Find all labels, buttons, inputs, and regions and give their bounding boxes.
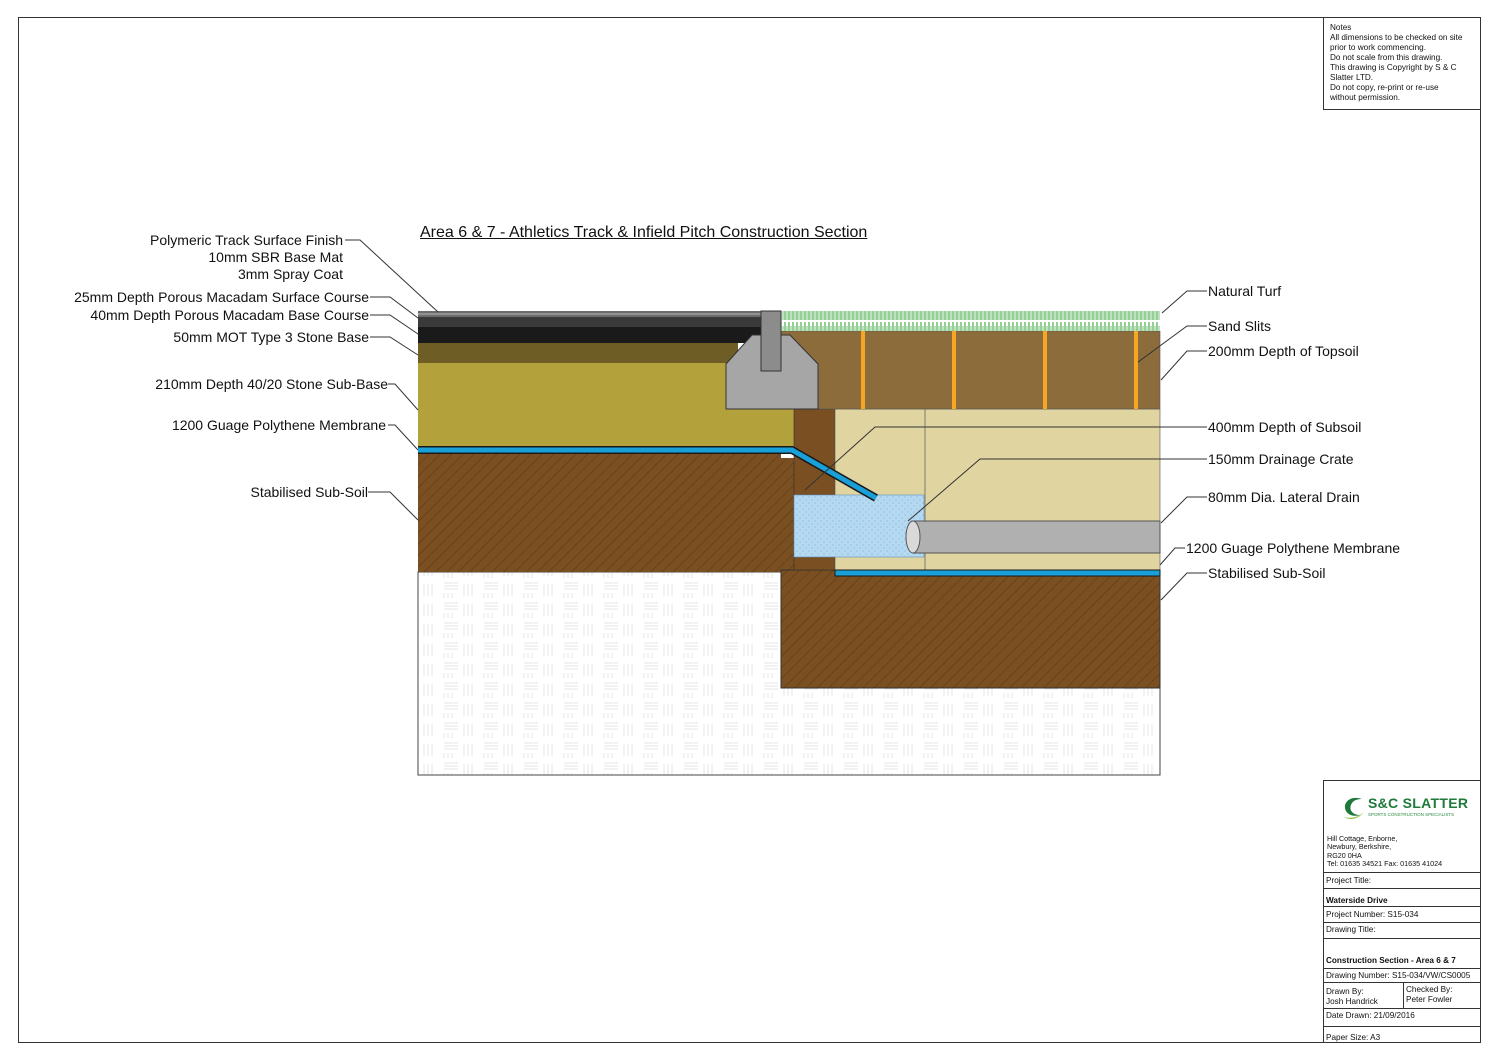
address-line: RG20 0HA xyxy=(1327,850,1362,860)
notes-line: Notes xyxy=(1330,23,1352,32)
sand-slit xyxy=(1043,331,1047,409)
label-polymeric: Polymeric Track Surface Finish xyxy=(150,232,343,248)
label-sub-base: 210mm Depth 40/20 Stone Sub-Base xyxy=(155,376,388,392)
label-spray: 3mm Spray Coat xyxy=(237,266,343,282)
notes-line: All dimensions to be checked on site xyxy=(1330,33,1463,42)
lateral-drain xyxy=(912,520,1161,554)
notes-line: This drawing is Copyright by S & C xyxy=(1330,63,1457,72)
address-line: Newbury, Berkshire, xyxy=(1327,842,1392,852)
mot-stone-base xyxy=(418,343,738,363)
label-base-course: 40mm Depth Porous Macadam Base Course xyxy=(90,307,369,323)
date-drawn: Date Drawn: 21/09/2016 xyxy=(1324,1008,1481,1026)
title-block: S&C SLATTER SPORTS CONSTRUCTION SPECIALI… xyxy=(1323,780,1481,1043)
sand-slit xyxy=(1134,331,1138,409)
label-sbr: 10mm SBR Base Mat xyxy=(208,249,343,265)
address-line: Hill Cottage, Enborne, xyxy=(1327,834,1398,843)
drawing-frame xyxy=(18,17,1481,1043)
notes-box: Notes All dimensions to be checked on si… xyxy=(1323,17,1481,110)
kerb-haunch xyxy=(725,334,819,410)
paper-size: Paper Size: A3 xyxy=(1324,1026,1481,1044)
macadam-surface-course xyxy=(418,317,763,327)
company-logo-icon xyxy=(1344,797,1364,819)
drawing-title-value: Construction Section - Area 6 & 7 xyxy=(1324,938,1481,968)
address-line: Tel: 01635 34521 Fax: 01635 41024 xyxy=(1327,858,1443,868)
drawing-title: Area 6 & 7 - Athletics Track & Infield P… xyxy=(420,224,868,241)
sand-slit xyxy=(952,331,956,409)
kerb xyxy=(760,310,782,372)
label-subsoil-left: Stabilised Sub-Soil xyxy=(250,484,368,500)
left-stabilised-subsoil xyxy=(418,452,781,572)
label-surface-course: 25mm Depth Porous Macadam Surface Course xyxy=(74,289,369,305)
label-membrane-right: 1200 Guage Polythene Membrane xyxy=(1186,540,1401,556)
notes-line: Slatter LTD. xyxy=(1330,73,1374,82)
label-topsoil: 200mm Depth of Topsoil xyxy=(1208,343,1359,359)
drawing-title-label: Drawing Title: xyxy=(1324,922,1481,938)
drawing-number: Drawing Number: S15-034/VW/CS0005 xyxy=(1324,968,1481,982)
company-name: S&C SLATTER xyxy=(1368,795,1469,811)
notes-line: without permission. xyxy=(1330,93,1401,102)
sand-slit xyxy=(861,331,865,409)
label-turf: Natural Turf xyxy=(1208,283,1282,299)
drainage-crate xyxy=(793,494,925,558)
checked-by-label: Checked By: xyxy=(1406,985,1453,994)
notes-line: Do not copy, re-print or re-use xyxy=(1330,83,1439,92)
membrane-right xyxy=(834,569,1161,577)
label-sand-slits: Sand Slits xyxy=(1208,318,1272,334)
company-address: Hill Cottage, Enborne, Newbury, Berkshir… xyxy=(1327,834,1443,868)
label-membrane-left: 1200 Guage Polythene Membrane xyxy=(171,417,386,433)
natural-turf xyxy=(781,311,1160,331)
label-subsoil: 400mm Depth of Subsoil xyxy=(1208,419,1362,435)
macadam-base-course xyxy=(418,327,763,343)
drawn-by-label: Drawn By: xyxy=(1326,987,1364,996)
topsoil-layer xyxy=(780,330,1161,410)
right-stabilised-subsoil xyxy=(780,569,1161,689)
project-title-label: Project Title: xyxy=(1324,872,1481,888)
project-number: Project Number: S15-034 xyxy=(1324,906,1481,922)
notes-line: Do not scale from this drawing. xyxy=(1330,53,1443,62)
project-title: Waterside Drive xyxy=(1324,888,1481,906)
checked-by: Peter Fowler xyxy=(1406,995,1453,1004)
company-tagline: SPORTS CONSTRUCTION SPECIALISTS xyxy=(1368,812,1455,817)
label-drainage-crate: 150mm Drainage Crate xyxy=(1208,451,1354,467)
label-subsoil-right: Stabilised Sub-Soil xyxy=(1208,565,1326,581)
label-lateral-drain: 80mm Dia. Lateral Drain xyxy=(1208,489,1360,505)
notes-line: prior to work commencing. xyxy=(1330,43,1427,52)
drawn-checked-row: Drawn By: Josh Handrick Checked By: Pete… xyxy=(1324,982,1481,1008)
drawn-by: Josh Handrick xyxy=(1326,997,1378,1006)
label-mot: 50mm MOT Type 3 Stone Base xyxy=(173,329,369,345)
